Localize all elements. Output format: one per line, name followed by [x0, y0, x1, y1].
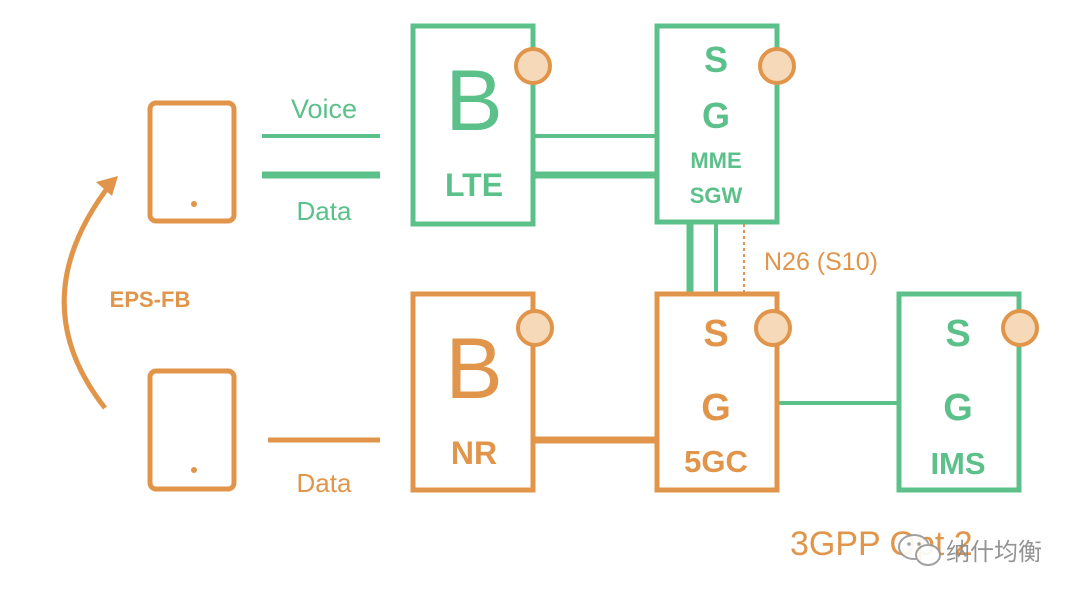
core-5gc-box: S G 5GC [654, 291, 792, 493]
epc-line1: S [704, 39, 728, 80]
watermark: 纳什均衡 [898, 534, 1042, 566]
core-line1: S [703, 313, 728, 355]
epc-sgw: SGW [690, 183, 743, 208]
ue-device-lte [147, 100, 237, 224]
gnb-nr-box: B NR [410, 291, 554, 493]
eps-fb-arrow [61, 176, 118, 410]
data-label-nr: Data [297, 468, 352, 498]
eps-fb-label: EPS-FB [110, 287, 191, 312]
gnb-label: NR [451, 435, 497, 471]
core-label: 5GC [684, 444, 748, 479]
core-node-circle [754, 309, 792, 347]
ue-device-nr [147, 368, 237, 492]
ims-box: S G IMS [896, 291, 1039, 493]
epc-mme: MME [690, 148, 741, 173]
gnb-node-circle [516, 309, 554, 347]
ims-line1: S [945, 313, 970, 355]
ims-node-circle [1001, 309, 1039, 347]
ims-line2: G [943, 387, 973, 429]
enb-label: LTE [445, 167, 503, 203]
n26-label: N26 (S10) [764, 248, 878, 276]
caption-3gpp-opt: 3GPP Opt 2 [790, 525, 973, 563]
gnb-letter: B [445, 321, 502, 417]
ims-label: IMS [930, 446, 985, 481]
enb-node-circle [514, 47, 552, 85]
epc-node-circle [758, 47, 796, 85]
enb-lte-box: B LTE [410, 23, 552, 227]
data-label-lte: Data [297, 196, 352, 226]
voice-label: Voice [291, 94, 357, 124]
core-line2: G [701, 387, 731, 429]
enb-letter: B [445, 53, 502, 149]
epc-box: S G MME SGW [654, 23, 796, 225]
watermark-text: 纳什均衡 [946, 538, 1042, 566]
epc-line2: G [702, 95, 730, 136]
wechat-icon [898, 534, 941, 566]
